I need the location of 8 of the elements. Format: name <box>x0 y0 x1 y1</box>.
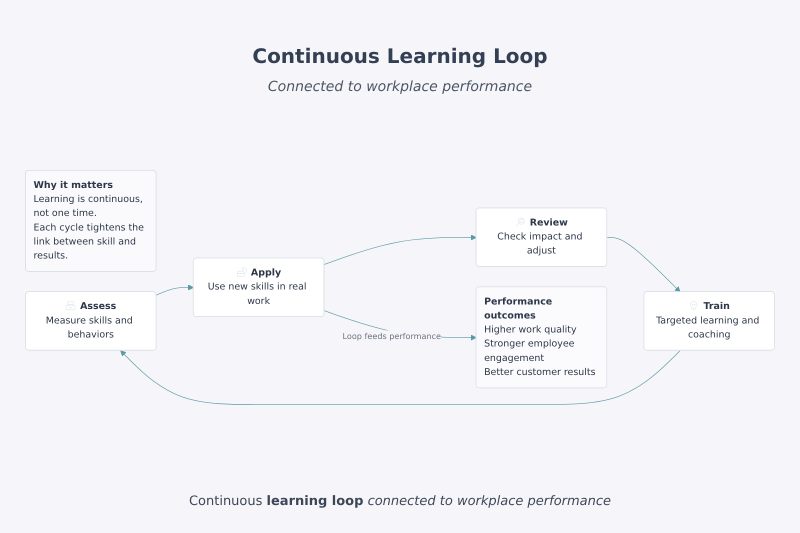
arrow <box>156 284 194 296</box>
arrow <box>324 234 477 265</box>
title: Continuous Learning Loop <box>252 44 548 68</box>
edge-label: Loop feeds performance <box>342 332 442 342</box>
subtitle: Connected to workplace performance <box>268 79 532 95</box>
caption: Continuous learning loop connected to workplace performance <box>188 494 612 509</box>
arrow <box>120 350 681 406</box>
arrow <box>606 237 680 292</box>
